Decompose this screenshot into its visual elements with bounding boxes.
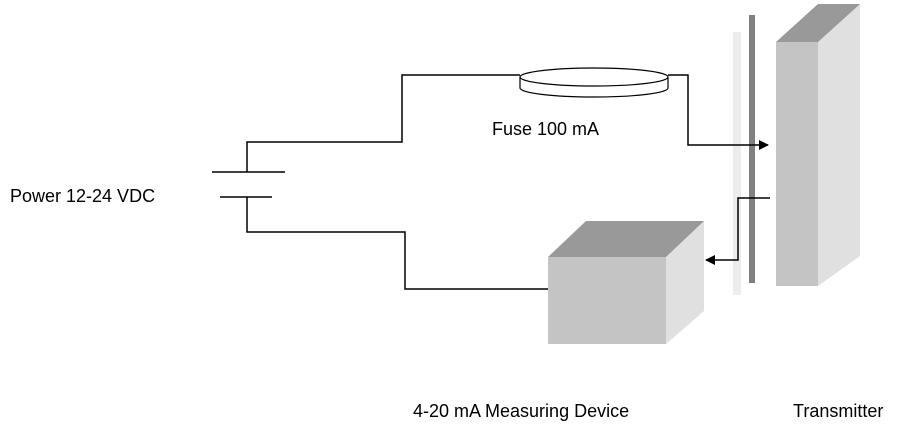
mounting-panel-light: [733, 32, 741, 295]
wire-fuse-to-transmitter: [668, 74, 769, 150]
fuse-label: Fuse 100 mA: [492, 119, 599, 139]
battery-symbol: [212, 171, 285, 198]
measuring-device-box-front: [548, 257, 666, 344]
measuring-device-box-side: [666, 221, 704, 344]
measuring-device-label: 4-20 mA Measuring Device: [413, 401, 629, 421]
wire-transmitter-to-device: [705, 197, 770, 265]
transmitter-box-front: [776, 42, 818, 286]
fuse-symbol: [519, 67, 669, 98]
transmitter-label: Transmitter: [793, 401, 883, 421]
transmitter-box-top: [776, 4, 860, 42]
mounting-panel-bar: [749, 15, 755, 283]
power-label: Power 12-24 VDC: [10, 186, 155, 206]
fuse-top: [519, 67, 669, 87]
measuring-device-box: [548, 221, 704, 344]
measuring-device-box-top: [548, 221, 704, 257]
wire-top: [246, 74, 520, 172]
transmitter-box: [776, 4, 860, 286]
wire-bottom: [246, 197, 548, 290]
transmitter-box-side: [818, 4, 860, 286]
